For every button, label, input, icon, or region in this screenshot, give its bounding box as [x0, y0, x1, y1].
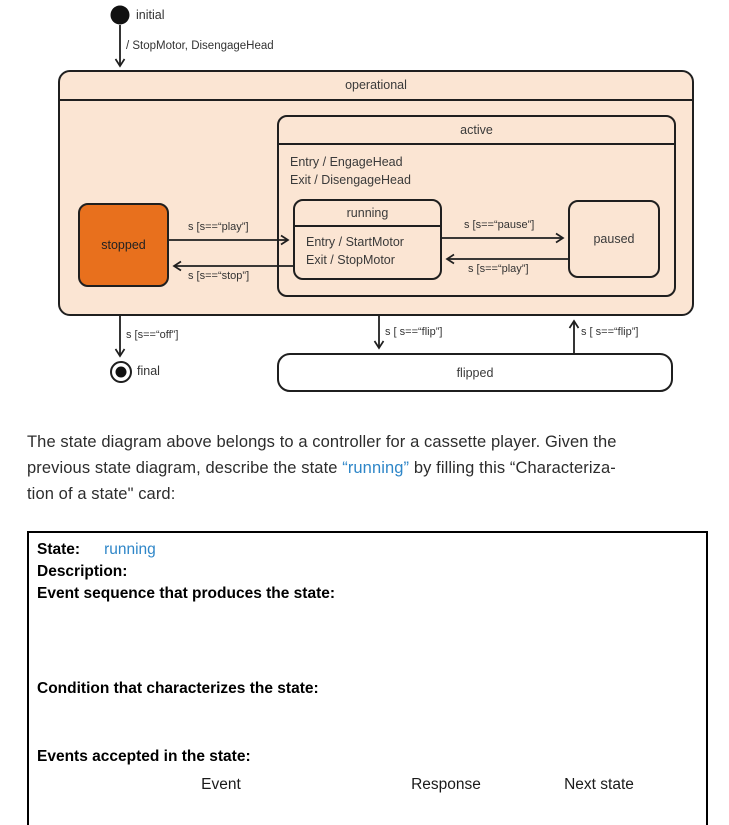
card-column-header-response: Response — [411, 776, 481, 793]
card-state-row: State: running — [37, 541, 156, 559]
active-exit-action: Exit / DisengageHead — [290, 173, 411, 187]
initial-transition-label: / StopMotor, DisengageHead — [126, 40, 274, 52]
initial-state-label: initial — [136, 8, 165, 22]
answer-card: State: running Description: Event sequenc… — [27, 531, 708, 825]
final-state-inner-dot — [115, 366, 127, 378]
state-label-paused: paused — [593, 232, 635, 246]
running-entry-action: Entry / StartMotor — [306, 235, 404, 249]
running-exit-action: Exit / StopMotor — [306, 253, 395, 267]
question-highlight-running: “running” — [342, 459, 410, 477]
question-line-2-post: by filling this “Characteriza- — [409, 459, 616, 477]
state-diagram: operational active Entry / EngageHead Ex… — [58, 5, 694, 392]
state-running: running Entry / StartMotor Exit / StopMo… — [293, 199, 442, 280]
card-event-sequence-label: Event sequence that produces the state: — [37, 585, 336, 602]
card-condition-label: Condition that characterizes the state: — [37, 680, 319, 697]
initial-state-dot — [110, 5, 130, 25]
state-title-running: running — [295, 201, 440, 227]
state-paused: paused — [568, 200, 660, 278]
state-flipped: flipped — [277, 353, 673, 392]
active-actions: Entry / EngageHead Exit / DisengageHead — [279, 145, 674, 189]
card-events-accepted-label: Events accepted in the state: — [37, 748, 251, 765]
active-entry-action: Entry / EngageHead — [290, 155, 403, 169]
running-actions: Entry / StartMotor Exit / StopMotor — [295, 227, 440, 269]
question-line-3: tion of a state" card: — [27, 485, 176, 503]
transition-label-flip-down: s [ s==“flip”] — [385, 326, 443, 338]
transition-label-stop: s [s==“stop”] — [188, 270, 250, 282]
question-line-2-pre: previous state diagram, describe the sta… — [27, 459, 343, 477]
transition-label-play-back: s [s==“play”] — [468, 263, 529, 275]
card-state-label: State: — [37, 541, 81, 558]
final-state-label: final — [137, 364, 160, 378]
state-stopped: stopped — [78, 203, 169, 287]
final-state-outer-circle — [110, 361, 132, 383]
question-line-1: The state diagram above belongs to a con… — [27, 433, 617, 451]
question-paragraph: The state diagram above belongs to a con… — [27, 429, 617, 507]
state-label-flipped: flipped — [456, 365, 494, 380]
question-line-2: previous state diagram, describe the sta… — [27, 455, 617, 481]
transition-label-pause: s [s==“pause”] — [464, 219, 535, 231]
state-label-stopped: stopped — [101, 238, 146, 252]
state-title-operational: operational — [60, 72, 692, 101]
card-description-label: Description: — [37, 563, 128, 580]
transition-label-play: s [s==“play”] — [188, 221, 249, 233]
card-state-value: running — [104, 541, 156, 558]
card-column-header-next-state: Next state — [564, 776, 634, 793]
card-column-header-event: Event — [201, 776, 241, 793]
transition-label-off: s [s==“off”] — [126, 329, 179, 341]
transition-label-flip-up: s [ s==“flip”] — [581, 326, 639, 338]
state-title-active: active — [279, 117, 674, 145]
